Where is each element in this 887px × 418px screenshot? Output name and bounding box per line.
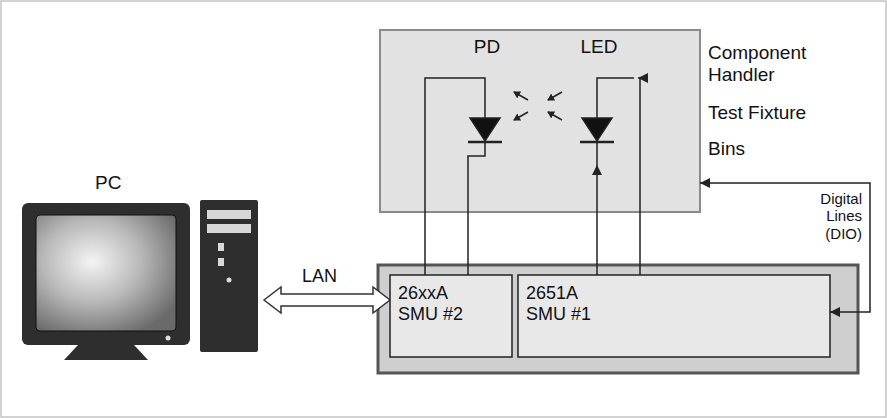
arrowhead: [700, 178, 710, 188]
label-text: Component Handler: [708, 42, 843, 86]
arrowhead: [638, 73, 648, 83]
wire-line: [638, 78, 640, 275]
label-text: 26xxA SMU #2: [398, 283, 478, 324]
wire-connector: [700, 178, 870, 317]
smu-box: 2651A SMU #1: [518, 275, 830, 357]
arrowhead: [830, 307, 840, 317]
label-text: PC: [95, 172, 264, 194]
wire-line: [467, 165, 469, 275]
component-handler-box-shape: [380, 30, 700, 212]
smu-box-shape: [518, 275, 830, 357]
photodiode-node: PD: [448, 36, 526, 165]
led-symbol: [580, 78, 634, 165]
smu-box: 26xxA SMU #2: [390, 275, 512, 357]
connector-label: LAN: [302, 266, 337, 287]
side-heading-group: Component HandlerTest FixtureBins: [708, 32, 843, 159]
component-handler-box: Component HandlerTest FixtureBinsPDLED: [380, 30, 700, 212]
arrowhead: [592, 165, 602, 175]
wire-connector: [425, 78, 448, 275]
led-node: LED: [560, 36, 638, 165]
label-text: 2651A SMU #1: [526, 283, 606, 324]
pc-node: PC: [20, 172, 264, 357]
wire-connector: [592, 165, 602, 275]
label-text: Bins: [708, 138, 843, 160]
wire-connector: [638, 73, 648, 275]
wire-line: [700, 183, 870, 312]
wire-line: [425, 78, 448, 275]
connector-label: Digital Lines (DIO): [792, 190, 862, 242]
label-text: PD: [448, 36, 526, 58]
label-text: Test Fixture: [708, 102, 843, 124]
photodiode-symbol: [448, 78, 502, 165]
smu-box-shape: [390, 275, 512, 357]
label-text: LED: [560, 36, 638, 58]
wire-line: [596, 165, 598, 275]
wire-connector: [468, 165, 469, 275]
lan-link: [264, 287, 390, 313]
light-emission-arrows: [514, 92, 562, 120]
pc-illustration: [22, 200, 258, 360]
instrument-chassis: [378, 265, 858, 373]
double-arrow-outline: [264, 287, 390, 313]
